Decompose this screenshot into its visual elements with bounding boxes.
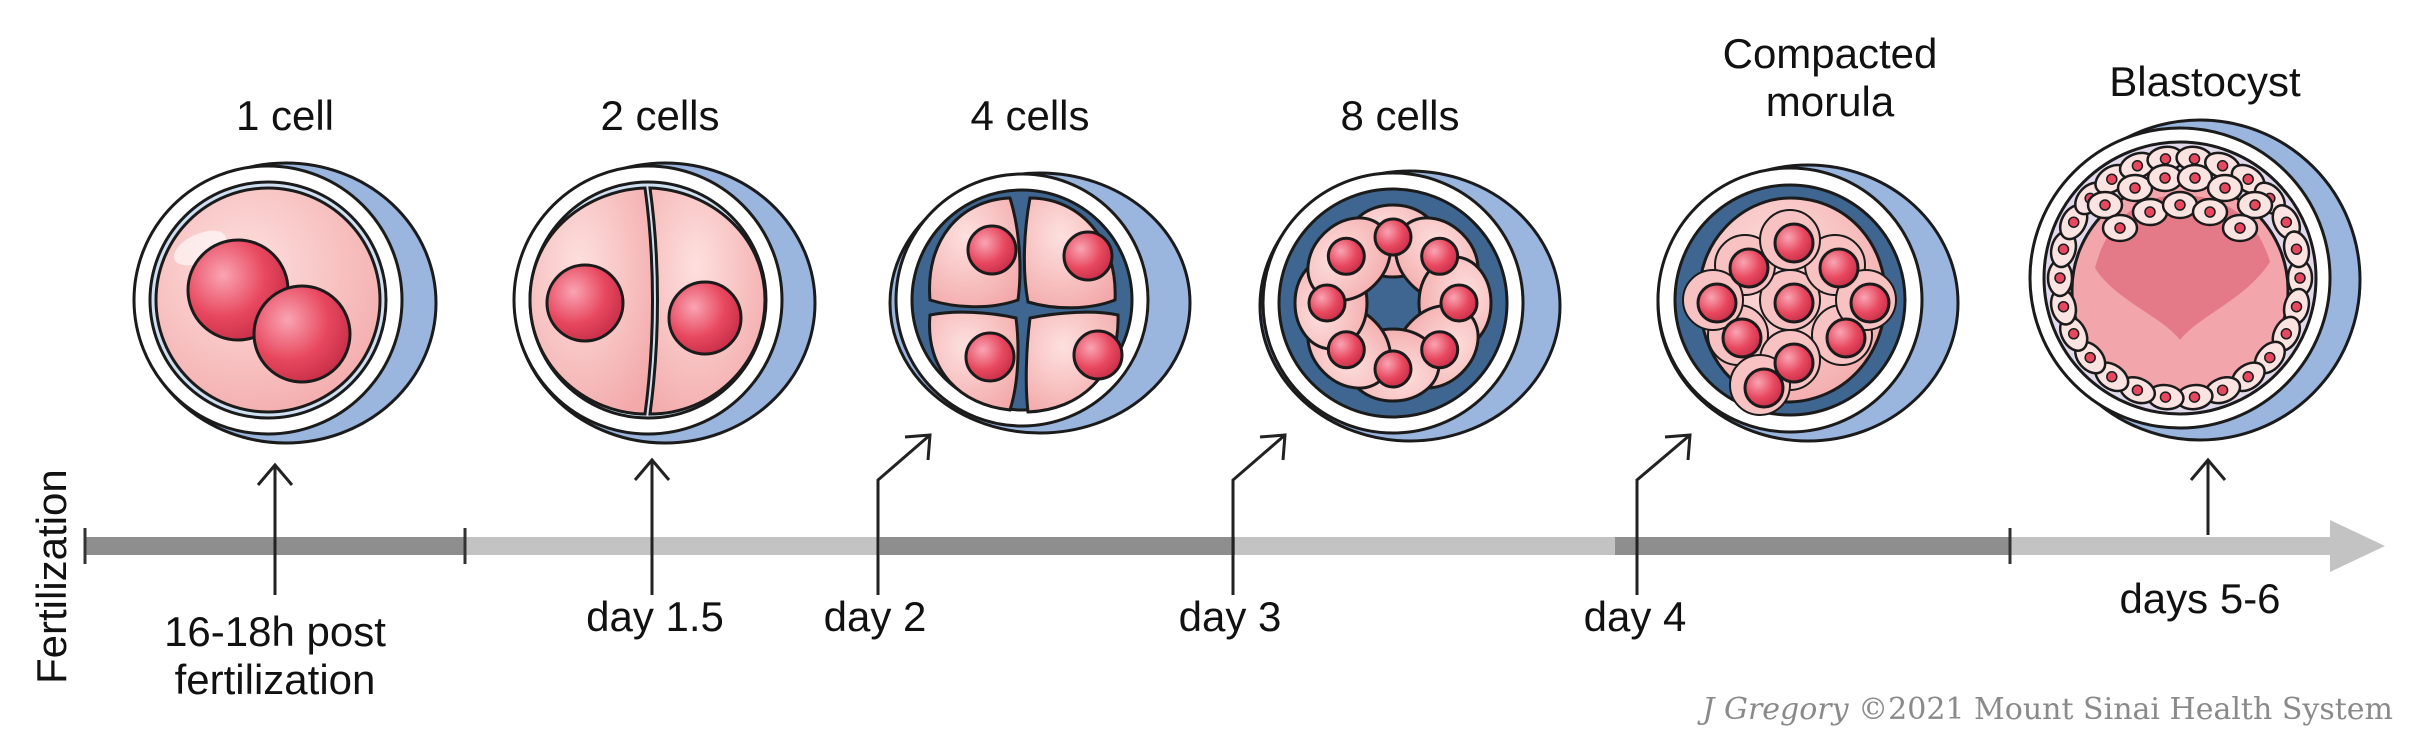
time-label-1: 16-18h post fertilization (164, 608, 386, 704)
nucleus (2204, 206, 2216, 218)
stage-title-4: 8 cells (1340, 92, 1460, 139)
timeline-seg-3 (880, 537, 1235, 555)
image-credit: J Gregory ©2021 Mount Sinai Health Syste… (1702, 692, 2393, 727)
nucleus (1373, 217, 1413, 257)
nucleus (2290, 300, 2303, 313)
nucleus (2099, 199, 2111, 211)
timeline-seg-6 (2010, 537, 2340, 555)
nucleus (1721, 317, 1763, 359)
arrow-stage-2 (633, 457, 671, 595)
stage-title-1: 1 cell (235, 92, 335, 139)
timeline-arrowhead (2330, 520, 2385, 572)
nucleus (2129, 182, 2141, 194)
nucleus (2067, 216, 2080, 228)
embryo-4-cells (888, 171, 1192, 435)
nucleus (1326, 330, 1366, 370)
nucleus (2131, 384, 2144, 396)
arrow-stage-3 (876, 433, 932, 595)
arrow-stage-5 (1635, 433, 1692, 595)
nucleus (1420, 236, 1460, 276)
nucleus (2189, 172, 2201, 184)
nucleus (2159, 153, 2172, 165)
time-label-4: day 3 (1178, 593, 1282, 640)
nucleus (2280, 328, 2293, 340)
nucleus (1773, 222, 1815, 264)
time-label-2: day 1.5 (586, 593, 724, 640)
embryo-compacted-morula (1656, 163, 1960, 443)
nucleus (2188, 153, 2201, 165)
nucleus (2280, 216, 2293, 228)
embryo-8-cells (1258, 169, 1562, 443)
nucleus (1373, 349, 1413, 389)
nucleus (2249, 199, 2261, 211)
arrow-stage-6 (2189, 457, 2227, 535)
stage-title-3: 4 cells (970, 92, 1090, 139)
nucleus (2216, 160, 2229, 172)
stage-title-2: 2 cells (600, 92, 720, 139)
nucleus (1696, 282, 1738, 324)
nucleus (2106, 173, 2118, 185)
nucleus (1728, 247, 1770, 289)
nucleus (1849, 282, 1891, 324)
time-label-5: day 4 (1583, 593, 1687, 640)
credit-rest: ©2021 Mount Sinai Health System (1858, 692, 2393, 727)
time-label-6: days 5-6 (2119, 575, 2281, 622)
timeline-seg-2 (465, 537, 880, 555)
nucleus (2216, 384, 2229, 396)
nucleus (2144, 206, 2156, 218)
nucleus (2054, 272, 2066, 284)
fertilization-axis-label: Fertilization (28, 469, 75, 684)
nucleus (2057, 300, 2070, 313)
stage-title-6: Blastocyst (2109, 58, 2301, 105)
embryo-1-cell (132, 161, 438, 445)
nucleus (1439, 283, 1479, 323)
nucleus (2057, 243, 2070, 256)
nucleus (2067, 328, 2080, 340)
nucleus (1825, 317, 1867, 359)
timeline (83, 520, 2385, 572)
nucleus (2294, 272, 2306, 284)
credit-author: J Gregory (1702, 692, 1849, 727)
nucleus (2290, 243, 2303, 256)
nucleus (1307, 283, 1347, 323)
nucleus (2219, 182, 2231, 194)
embryo-blastocyst (2028, 118, 2362, 442)
nucleus (2264, 351, 2276, 364)
timeline-seg-5 (1615, 537, 2010, 555)
timeline-seg-4 (1235, 537, 1615, 555)
arrow-stage-4 (1231, 433, 1287, 595)
nucleus (2084, 351, 2096, 364)
time-label-3: day 2 (823, 593, 927, 640)
nucleus (1326, 236, 1366, 276)
nucleus (2242, 173, 2254, 185)
nucleus (2174, 199, 2186, 211)
nucleus (2131, 160, 2144, 172)
nucleus (1743, 367, 1785, 409)
nucleus (2159, 172, 2171, 184)
nucleus (1818, 247, 1860, 289)
embryo-2-cells (512, 161, 817, 445)
nucleus (2234, 222, 2246, 234)
nucleus (2188, 391, 2201, 403)
nucleus (1420, 330, 1460, 370)
nucleus (1773, 282, 1815, 324)
nucleus (2114, 222, 2126, 234)
pointer-arrows (256, 433, 2227, 595)
stage-title-5: Compacted morula (1722, 30, 1938, 126)
arrow-stage-1 (256, 462, 294, 595)
nucleus (2242, 371, 2254, 383)
nucleus (2106, 371, 2118, 383)
nucleus (2159, 391, 2172, 403)
nucleus (1773, 342, 1815, 384)
